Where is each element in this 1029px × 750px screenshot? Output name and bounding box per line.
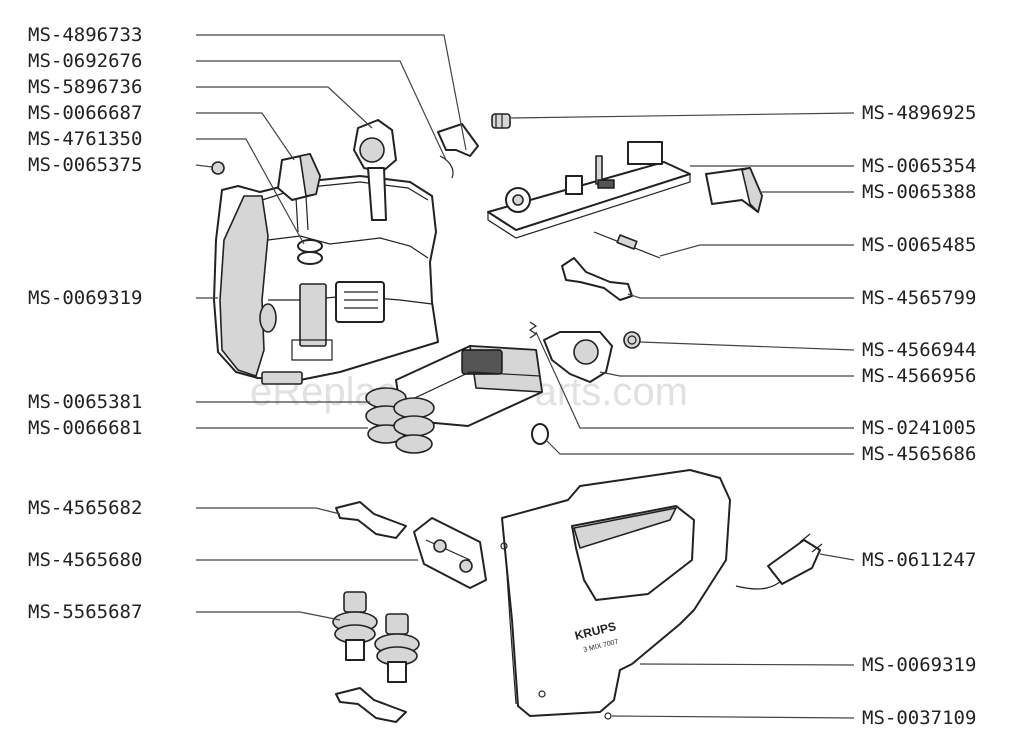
beater-drive-part (332, 591, 420, 683)
part-label: MS-0241005 (862, 417, 976, 439)
lever-part (561, 257, 633, 301)
clip-part (439, 155, 454, 179)
part-label: MS-4565680 (28, 549, 142, 571)
part-label: MS-0611247 (862, 549, 976, 571)
part-label: MS-4761350 (28, 128, 142, 150)
part-label: MS-4896925 (862, 102, 976, 124)
gear-knob-part (623, 331, 641, 349)
part-label: MS-4565686 (862, 443, 976, 465)
bracket-part (437, 123, 479, 157)
resistor-part (593, 231, 661, 259)
part-label: MS-0692676 (28, 50, 142, 72)
upper-housing-part (213, 175, 439, 385)
handle-housing-part: KRUPS 3 MIX 7007 (500, 469, 731, 717)
part-label: MS-5565687 (28, 601, 142, 623)
part-label: MS-4896733 (28, 24, 142, 46)
motor-assembly-part (365, 345, 543, 454)
part-label: MS-4566956 (862, 365, 976, 387)
slider-part (353, 119, 397, 221)
tiny-screw-part (604, 712, 612, 720)
part-label: MS-0065354 (862, 155, 976, 177)
left-part-labels: MS-4896733 MS-0692676 MS-5896736 MS-0066… (28, 24, 142, 623)
spring-small-part (528, 321, 538, 339)
small-nut-part (211, 161, 225, 175)
right-part-labels: MS-4896925 MS-0065354 MS-0065388 MS-0065… (862, 102, 976, 729)
washer-part (531, 423, 549, 445)
part-label: MS-0066681 (28, 417, 142, 439)
circuit-board-part (487, 141, 691, 239)
part-label: MS-0069319 (28, 287, 142, 309)
part-label: MS-0065388 (862, 181, 976, 203)
gear-plate-part (335, 501, 407, 539)
part-label: MS-4566944 (862, 339, 976, 361)
part-label: MS-0066687 (28, 102, 142, 124)
part-label: MS-0065485 (862, 234, 976, 256)
part-label: MS-5896736 (28, 76, 142, 98)
part-label: MS-0069319 (862, 654, 976, 676)
screw-part (491, 113, 511, 129)
spring-part (297, 239, 323, 253)
switch-knob-part (277, 153, 321, 233)
gearbox-cover-part (413, 517, 487, 589)
part-label: MS-4565799 (862, 287, 976, 309)
power-plug-part (735, 533, 823, 590)
eject-assembly-part (543, 331, 613, 383)
part-label: MS-0065381 (28, 391, 142, 413)
part-label: MS-4565682 (28, 497, 142, 519)
part-label: MS-0037109 (862, 707, 976, 729)
bottom-gear-plate-part (335, 687, 407, 723)
leader-lines (195, 34, 855, 719)
part-label: MS-0065375 (28, 154, 142, 176)
